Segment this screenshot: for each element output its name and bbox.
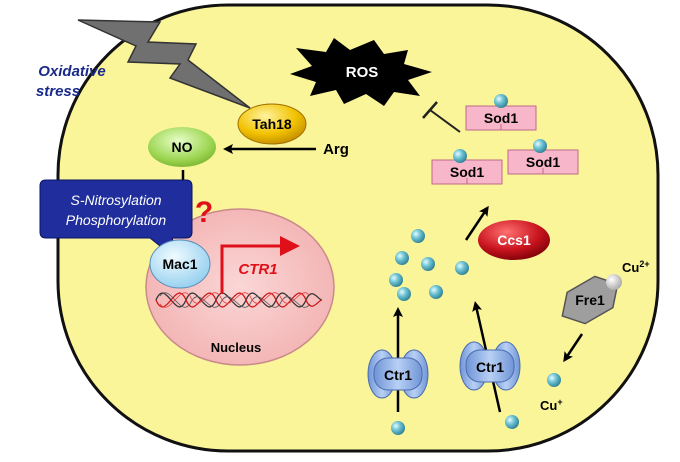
copper-ion bbox=[421, 257, 435, 271]
callout-line2: Phosphorylation bbox=[66, 212, 167, 228]
dna-strands bbox=[155, 292, 323, 308]
cu1-base: Cu bbox=[540, 398, 557, 413]
tah18-label: Tah18 bbox=[252, 116, 292, 132]
fre1-to-cu-arrow bbox=[563, 333, 584, 363]
tah18-protein bbox=[237, 103, 307, 145]
cu1-superscript: + bbox=[557, 397, 562, 407]
oxidative-stress-label: Oxidative bbox=[38, 63, 106, 80]
mac1-label: Mac1 bbox=[162, 256, 197, 272]
copper-ion bbox=[455, 261, 469, 275]
question-mark: ? bbox=[195, 196, 213, 229]
copper-ion-outside-left bbox=[391, 421, 405, 435]
copper-ion bbox=[397, 287, 411, 301]
sod1-left-label: Sod1 bbox=[450, 164, 484, 180]
ros-label: ROS bbox=[346, 64, 379, 81]
ctr1-transporter-left: Ctr1 bbox=[367, 349, 429, 399]
ccs1-label: Ccs1 bbox=[497, 232, 531, 248]
no-label: NO bbox=[172, 139, 193, 155]
cu2-label: Cu2+ bbox=[622, 259, 650, 275]
sod1-complex-left: Sod1 bbox=[431, 149, 503, 185]
cupric-ion bbox=[606, 274, 622, 290]
sod1-right-label: Sod1 bbox=[526, 154, 560, 170]
no-molecule bbox=[148, 127, 216, 167]
arg-label: Arg bbox=[323, 141, 349, 158]
fre1-label: Fre1 bbox=[575, 292, 605, 308]
sod1-complex-top: Sod1 bbox=[465, 94, 537, 131]
callout-bubble bbox=[39, 179, 193, 264]
copper-ion bbox=[429, 285, 443, 299]
ctr1-transporter-right: Ctr1 bbox=[459, 341, 521, 391]
cuprous-ion bbox=[547, 373, 561, 387]
oxidative-stress-label-line2: stress bbox=[36, 83, 80, 100]
lightning-bolt-icon bbox=[77, 19, 251, 109]
cu1-label: Cu+ bbox=[540, 397, 563, 413]
ros-burst-icon bbox=[290, 38, 432, 106]
copper-ion-outside-right bbox=[505, 415, 519, 429]
mac1-protein bbox=[149, 239, 211, 289]
sod1-top-label: Sod1 bbox=[484, 110, 518, 126]
inhibition-line bbox=[429, 109, 461, 133]
ctr1-right-label: Ctr1 bbox=[476, 359, 504, 375]
copper-ion bbox=[411, 229, 425, 243]
sod1-complex-right: Sod1 bbox=[507, 139, 579, 175]
ctr1-gene-arrow bbox=[220, 236, 300, 294]
ccs1-protein bbox=[478, 220, 550, 260]
nucleus-label: Nucleus bbox=[211, 340, 262, 355]
inhibition-bar bbox=[422, 101, 438, 119]
ctr1-left-label: Ctr1 bbox=[384, 367, 412, 383]
copper-ion bbox=[389, 273, 403, 287]
callout-line1: S-Nitrosylation bbox=[70, 192, 161, 208]
cu2-superscript: 2+ bbox=[639, 259, 649, 269]
copper-ion-cluster bbox=[389, 229, 469, 301]
copper-to-sod1-arrow bbox=[464, 205, 489, 241]
cu2-base: Cu bbox=[622, 260, 639, 275]
copper-ion bbox=[395, 251, 409, 265]
ctr1-gene-label: CTR1 bbox=[238, 261, 277, 278]
